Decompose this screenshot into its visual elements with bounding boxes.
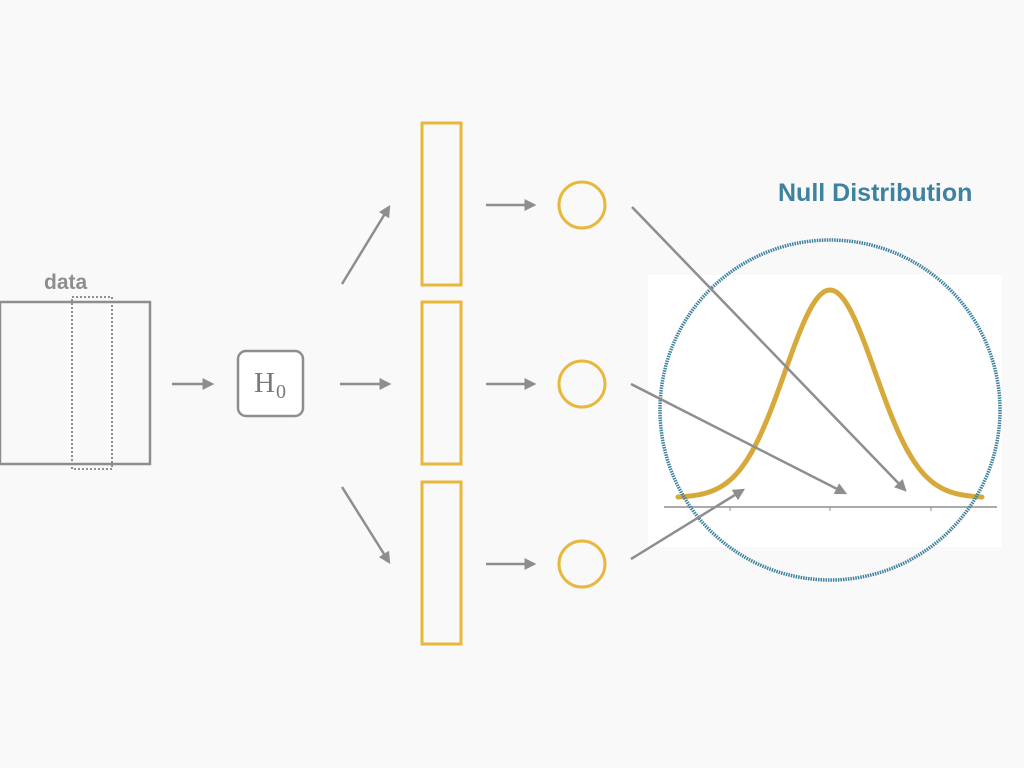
null-distribution-title: Null Distribution — [778, 179, 972, 207]
statistic-circle-3 — [557, 539, 607, 589]
arrow-to-sample-3 — [340, 486, 391, 565]
arrow-statistic-1-to-distribution — [631, 206, 907, 492]
statistic-circle-2 — [557, 359, 607, 409]
statistic-circle-1 — [557, 180, 607, 230]
data-label: data — [44, 271, 88, 294]
distribution-lens-circle — [658, 238, 1002, 582]
data-table — [0, 300, 152, 466]
data-column-highlight — [71, 296, 113, 470]
null-hypothesis-box: H 0 — [236, 349, 305, 418]
distribution-curve — [675, 287, 985, 500]
distribution-plot-background — [648, 275, 1002, 547]
arrow-statistic-2-to-distribution — [630, 382, 848, 495]
arrow-statistic-3-to-distribution — [630, 488, 746, 561]
sample-column-2 — [420, 300, 463, 466]
sample-column-3 — [420, 480, 463, 646]
data-matrix: data — [0, 271, 152, 470]
hypothesis-frame — [236, 349, 305, 418]
arrow-to-sample-1 — [340, 204, 391, 285]
null-distribution-panel: Null Distribution — [648, 179, 1002, 582]
hypothesis-label: H — [254, 367, 275, 399]
sample-column-1 — [420, 121, 463, 287]
hypothesis-subscript: 0 — [276, 381, 286, 403]
